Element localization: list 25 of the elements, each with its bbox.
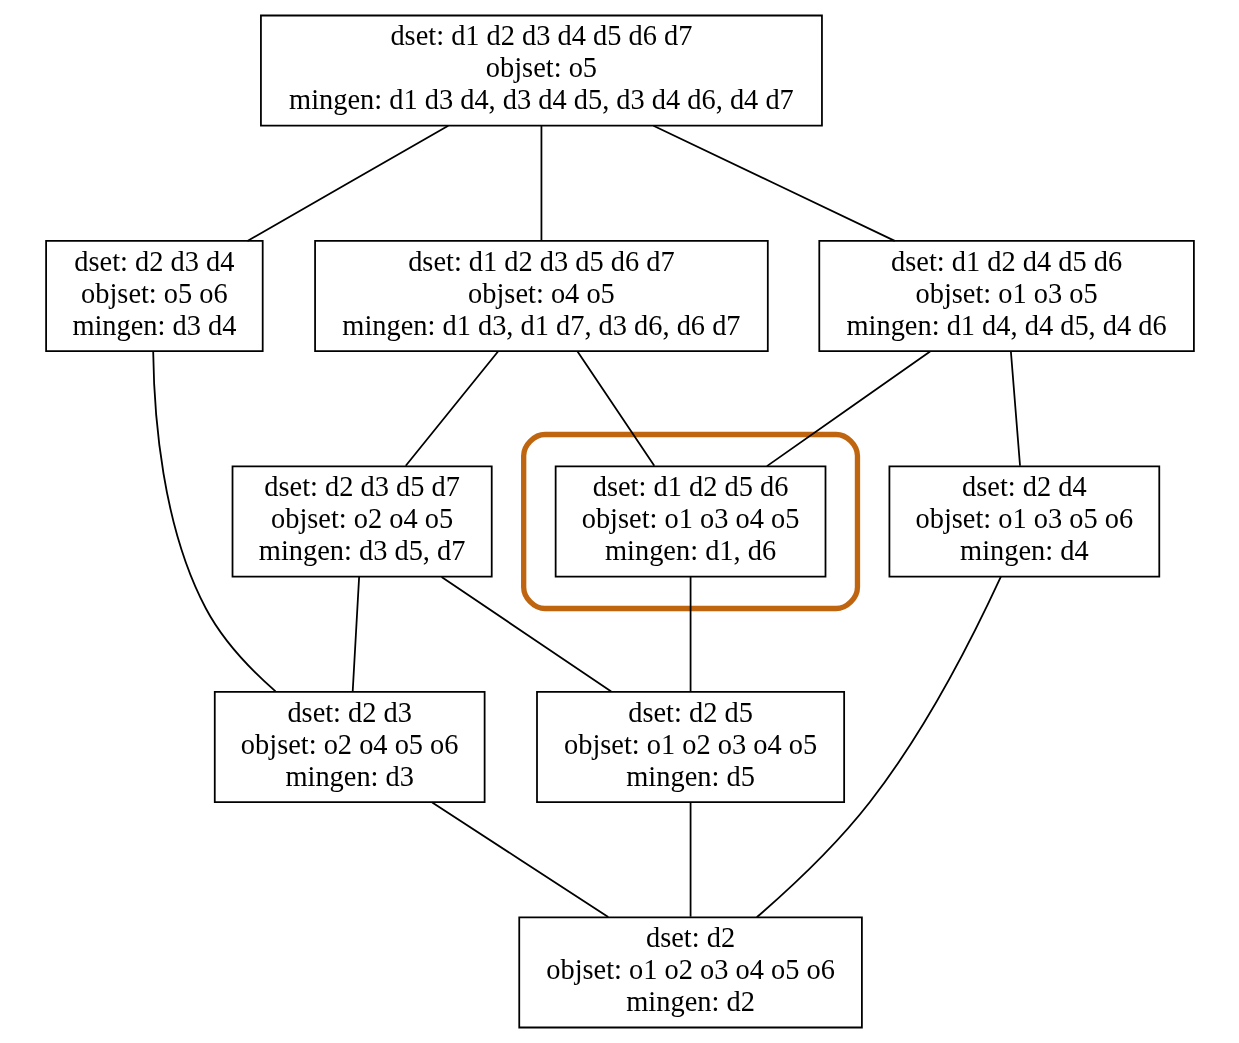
node-box: dset: d1 d2 d3 d4 d5 d6 d7 objset: o5 mingen: d1 d3 d4, d3 d4 d5, d3 d4 d6, d4 d7 xyxy=(259,14,823,127)
cluster xyxy=(520,431,860,612)
node-box: dset: d2 d5 objset: o1 o2 o3 o4 o5 mingen: d5 xyxy=(535,691,845,803)
node-box: dset: d2 d4 objset: o1 o3 o5 o6 mingen: d4 xyxy=(888,465,1160,578)
connector xyxy=(576,350,655,467)
connector xyxy=(246,124,449,242)
connector xyxy=(440,576,612,693)
connector xyxy=(689,576,691,693)
connector xyxy=(404,350,499,467)
node-box: dset: d2 objset: o1 o2 o3 o4 o5 o6 mingen: d2 xyxy=(517,916,863,1029)
connector xyxy=(652,124,896,242)
connector xyxy=(351,576,360,693)
node-box: dset: d1 d2 d5 d6 objset: o1 o3 o4 o5 mingen: d1, d6 xyxy=(554,465,826,578)
connector xyxy=(755,575,1002,919)
connector xyxy=(430,801,609,918)
node-box: dset: d1 d2 d3 d5 d6 d7 objset: o4 o5 mingen: d1 d3, d1 d7, d3 d6, d6 d7 xyxy=(313,240,769,352)
connector xyxy=(151,350,276,693)
connector xyxy=(1009,350,1021,467)
connector xyxy=(765,350,931,467)
node-box: dset: d2 d3 objset: o2 o4 o5 o6 mingen: d3 xyxy=(213,691,485,803)
node-box: dset: d2 d3 d5 d7 objset: o2 o4 o5 mingen: d3 d5, d7 xyxy=(231,465,493,578)
connector xyxy=(689,801,691,918)
node-box: dset: d1 d2 d4 d5 d6 objset: o1 o3 o5 mingen: d1 d4, d4 d5, d4 d6 xyxy=(817,240,1195,352)
connector xyxy=(540,125,542,242)
node-box: dset: d2 d3 d4 objset: o5 o6 mingen: d3 d4 xyxy=(44,240,264,352)
